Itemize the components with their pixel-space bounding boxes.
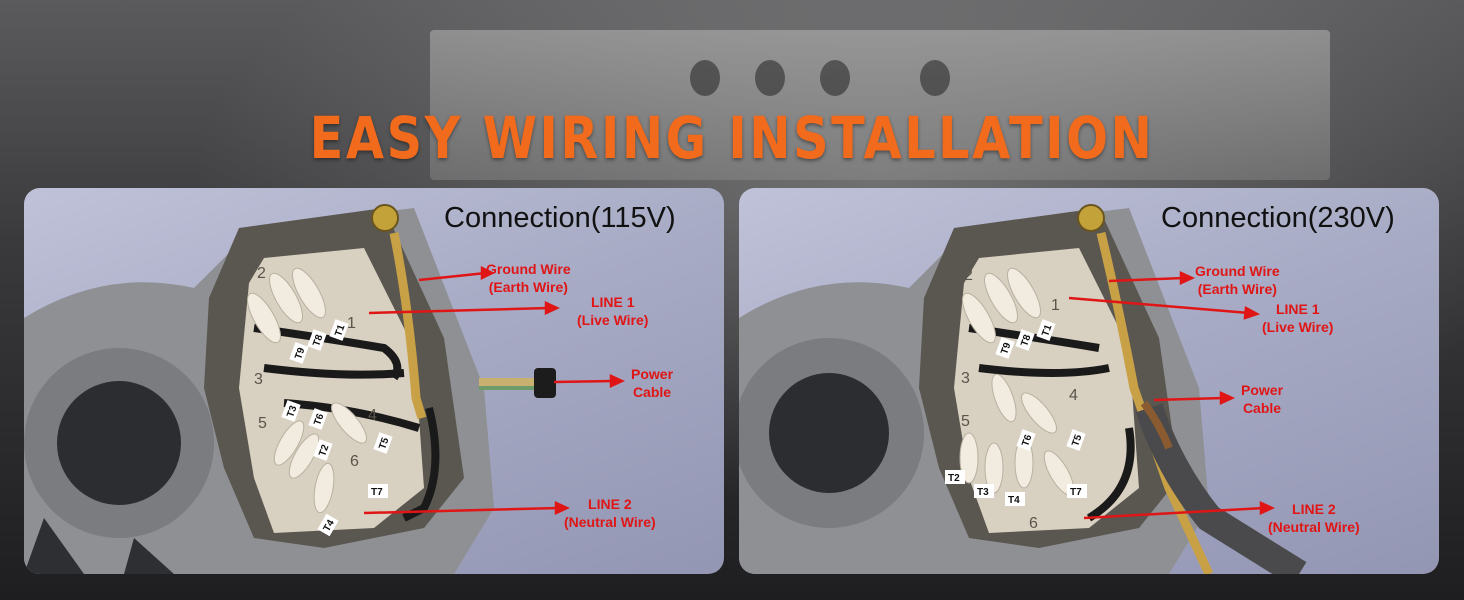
ground-screw <box>371 204 399 232</box>
motor-terminal-box-illustration: T1 T8 T9 T3 T6 T2 T5 T7 T4 1 2 3 4 5 6 <box>24 204 626 574</box>
terminal-tag-labels: T1 T8 T9 T3 T6 T2 T5 T7 T4 <box>285 323 391 534</box>
ground-wire <box>1096 231 1214 574</box>
svg-text:3: 3 <box>254 371 263 388</box>
page-title: EASY WIRING INSTALLATION <box>309 104 1155 172</box>
line2-label: LINE 2(Neutral Wire) <box>1268 501 1360 535</box>
ground-wire-label: Ground Wire(Earth Wire) <box>1195 263 1280 297</box>
bullet-connectors <box>247 267 367 514</box>
ground-screw <box>1077 204 1105 232</box>
terminal-tag-t2: T2 <box>948 473 960 484</box>
terminal-tag-t4: T4 <box>1008 495 1020 506</box>
svg-text:1: 1 <box>347 315 356 332</box>
svg-text:5: 5 <box>258 415 267 432</box>
black-wire <box>1086 427 1135 522</box>
svg-text:1: 1 <box>1051 297 1060 314</box>
svg-text:6: 6 <box>350 453 359 470</box>
connection-230v-panel: T1 T8 T9 T6 T5 T2 T3 T4 T7 1 2 3 4 5 6 C… <box>739 188 1439 574</box>
cable-grommet <box>534 368 556 398</box>
ground-wire <box>389 232 427 420</box>
terminal-tag-t1: T1 <box>333 323 347 338</box>
breaker-slot <box>690 60 720 96</box>
black-wire <box>263 364 405 379</box>
svg-text:4: 4 <box>1069 387 1078 404</box>
terminal-tag-t7: T7 <box>371 487 383 498</box>
connection-title: Connection(230V) <box>1161 202 1395 234</box>
terminal-tag-t3: T3 <box>977 487 989 498</box>
annotation-arrows <box>1068 271 1276 520</box>
terminal-tag-t7: T7 <box>1070 487 1082 498</box>
connection-title: Connection(115V) <box>444 202 676 234</box>
rubber-plug <box>769 373 889 493</box>
terminal-tag-t8: T8 <box>1019 333 1033 348</box>
terminal-numbers: 1 2 3 4 5 6 <box>961 267 1078 532</box>
terminal-tags <box>945 319 1087 506</box>
terminal-tag-t5: T5 <box>1070 433 1084 448</box>
line1-label: LINE 1(Live Wire) <box>577 294 649 328</box>
terminal-tag-t6: T6 <box>312 412 326 427</box>
svg-text:6: 6 <box>1029 515 1038 532</box>
terminal-tag-t9: T9 <box>293 346 307 361</box>
black-wire <box>402 407 440 522</box>
motor-terminal-box-illustration: T1 T8 T9 T6 T5 T2 T3 T4 T7 1 2 3 4 5 6 <box>739 204 1307 574</box>
black-wire <box>978 364 1110 377</box>
power-cable-wire <box>1140 400 1173 450</box>
terminal-tags <box>281 319 393 537</box>
connection-115v-panel: T1 T8 T9 T3 T6 T2 T5 T7 T4 1 2 3 4 5 6 C… <box>24 188 724 574</box>
terminal-tag-t6: T6 <box>1020 433 1034 448</box>
vent-slot <box>24 518 174 574</box>
black-wire <box>283 399 421 432</box>
terminal-tag-t9: T9 <box>999 341 1013 356</box>
terminal-tag-t5: T5 <box>377 436 391 451</box>
rubber-plug <box>57 381 181 505</box>
svg-text:2: 2 <box>964 267 973 284</box>
svg-text:2: 2 <box>257 265 266 282</box>
annotation-arrows <box>363 265 626 515</box>
terminal-tag-t3: T3 <box>285 404 299 419</box>
svg-text:4: 4 <box>368 407 377 424</box>
svg-text:3: 3 <box>961 370 970 387</box>
terminal-numbers: 1 2 3 4 5 6 <box>254 265 377 470</box>
ground-wire-label: Ground Wire(Earth Wire) <box>486 261 571 295</box>
line1-label: LINE 1(Live Wire) <box>1262 301 1334 335</box>
breaker-slot <box>920 60 950 96</box>
breaker-slot <box>755 60 785 96</box>
svg-text:5: 5 <box>961 413 970 430</box>
terminal-tag-t4: T4 <box>322 518 338 534</box>
breaker-slot <box>820 60 850 96</box>
breaker-panel <box>430 30 1330 180</box>
terminal-tag-t1: T1 <box>1040 323 1054 338</box>
terminal-tag-t2: T2 <box>317 443 331 458</box>
terminal-tag-labels: T1 T8 T9 T6 T5 T2 T3 T4 T7 <box>948 323 1085 506</box>
terminal-tag-t8: T8 <box>311 333 325 348</box>
black-wire <box>253 324 402 381</box>
line2-label: LINE 2(Neutral Wire) <box>564 496 656 530</box>
